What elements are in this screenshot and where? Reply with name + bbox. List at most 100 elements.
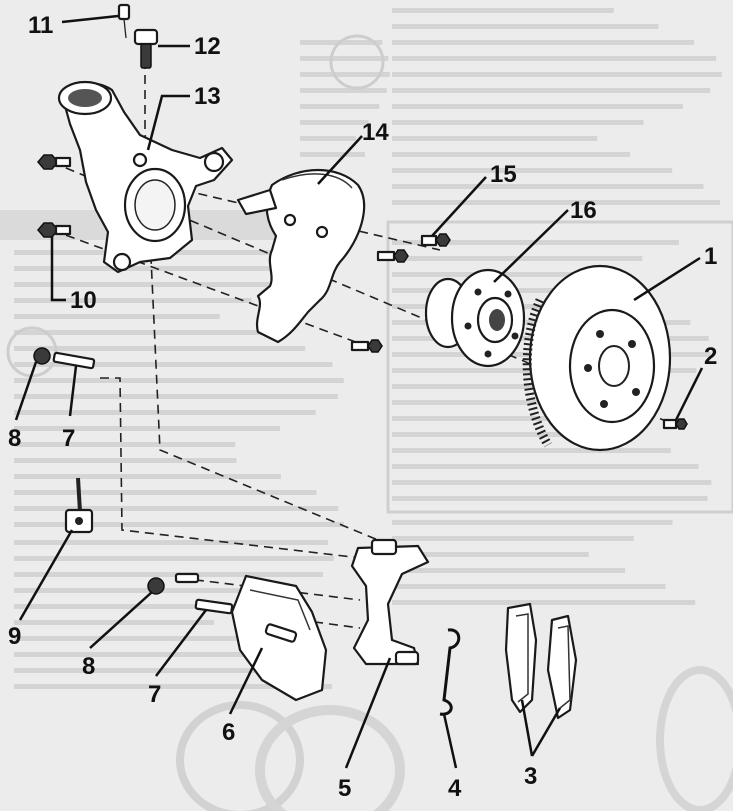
callout-4: 4 [448, 775, 462, 802]
bleed-text-line [14, 506, 339, 511]
leader-16 [493, 209, 569, 283]
carrier-lower-ear [394, 650, 420, 666]
bleed-text-line [392, 136, 598, 141]
bolt-upper-thread [54, 156, 72, 168]
axis-line-sensor [144, 60, 379, 541]
bleed-text-line [392, 304, 659, 309]
leader-11 [61, 14, 119, 24]
bolt-lower-thread [54, 224, 72, 236]
bleed-text-line [14, 410, 316, 415]
bleed-text-line [300, 56, 389, 61]
leader-13 [146, 94, 190, 151]
shield-bolt-a-thread [376, 250, 396, 262]
caliper-edge [249, 589, 311, 631]
guide-pin-cap-upper [33, 347, 51, 365]
bleed-text-line [14, 282, 294, 287]
bleed-text-line [14, 442, 236, 447]
bleed-text-line [392, 168, 673, 173]
spring-wire [439, 628, 461, 716]
leader-3b [530, 707, 562, 757]
callout-15: 15 [490, 161, 517, 188]
bleed-wheel-shape [656, 666, 733, 811]
callout-8-upper: 8 [8, 425, 21, 452]
bleed-text-line [392, 200, 721, 205]
sensor-flange [133, 28, 159, 46]
bleed-text-line [14, 572, 324, 577]
bolt-lower [37, 222, 72, 238]
disc-stud-hole [632, 388, 640, 396]
shield-bolt-b-thread [350, 340, 370, 352]
callout-9: 9 [8, 623, 21, 650]
bleed-text-line [300, 104, 380, 109]
sensor-bolt-shank [123, 18, 127, 39]
shield-bolt-hole [315, 225, 329, 239]
bleed-text-line [300, 88, 387, 93]
bleed-text-line [392, 120, 644, 125]
bleed-text-line [392, 400, 628, 405]
leader-7b [155, 609, 207, 677]
bleed-text-line [300, 136, 356, 141]
bleed-text-line [392, 536, 634, 541]
bleed-text-line [392, 600, 696, 605]
guide-pin-lower [194, 598, 234, 615]
bolt-upper [37, 154, 72, 170]
bleed-text-line [14, 346, 306, 351]
callout-7-upper: 7 [62, 425, 75, 452]
caliper-carrier [350, 538, 430, 666]
bleed-text-line [14, 426, 280, 431]
brake-caliper [230, 574, 328, 702]
sensor-bolt-head [117, 3, 131, 21]
bleed-text-line [392, 568, 626, 573]
disc-screw-head [675, 418, 688, 430]
bleed-text-line [300, 72, 390, 77]
disc-stud-hole [628, 340, 636, 348]
bleed-text-line [392, 88, 711, 93]
bleed-text-line [392, 448, 671, 453]
hub-center-bore [489, 309, 505, 331]
brake-pads [504, 602, 578, 720]
sensor-body [140, 43, 152, 69]
knuckle-bearing-bore [134, 179, 176, 231]
callout-13: 13 [194, 83, 221, 110]
bleed-wheel-shape [255, 705, 405, 811]
hub-stud-hole [511, 332, 519, 340]
bleed-text-line [14, 652, 285, 657]
wheel-hub [424, 268, 526, 368]
hub-stud-hole [464, 322, 472, 330]
caliper-bolt [174, 572, 200, 584]
anti-rattle-spring [439, 628, 461, 716]
bleed-text-line [392, 464, 699, 469]
caliper-bolt-thread [174, 572, 200, 584]
cap-upper-body [33, 347, 51, 365]
knuckle-lower-eye [112, 252, 132, 272]
bleed-text-line [392, 496, 708, 501]
axis-line-lower-bolt [51, 229, 373, 349]
disc-retaining-screw [662, 418, 688, 430]
shield-bolt-a [376, 249, 409, 263]
leader-8b [89, 591, 153, 649]
hub-bolt [420, 233, 451, 247]
leader-2 [674, 367, 704, 421]
brake-pad-outer-lining [557, 625, 571, 709]
disc-stud-hole [584, 364, 592, 372]
callout-10: 10 [70, 287, 97, 314]
bleed-text-line [14, 620, 215, 625]
bleed-text-line [392, 72, 722, 77]
bleed-text-line [392, 184, 704, 189]
guide-pin-upper-shank [52, 351, 96, 370]
callout-16: 16 [570, 197, 597, 224]
bleed-text-line [14, 298, 252, 303]
bleeder-valve [64, 477, 94, 534]
leader-15 [431, 176, 487, 237]
hub-bolt-head [435, 233, 451, 247]
callout-11: 11 [28, 12, 53, 39]
axis-line-guide-pin [100, 377, 379, 561]
callout-labels: 11 12 13 14 15 16 1 2 10 8 7 9 8 7 6 5 4… [8, 12, 717, 802]
abs-speed-sensor [133, 28, 159, 69]
shield-bolt-b [350, 339, 383, 353]
leader-5 [344, 657, 392, 769]
bleed-text-line [14, 362, 333, 367]
bleed-text-line [14, 636, 244, 641]
leader-10 [50, 236, 66, 302]
leader-3a [520, 699, 534, 757]
